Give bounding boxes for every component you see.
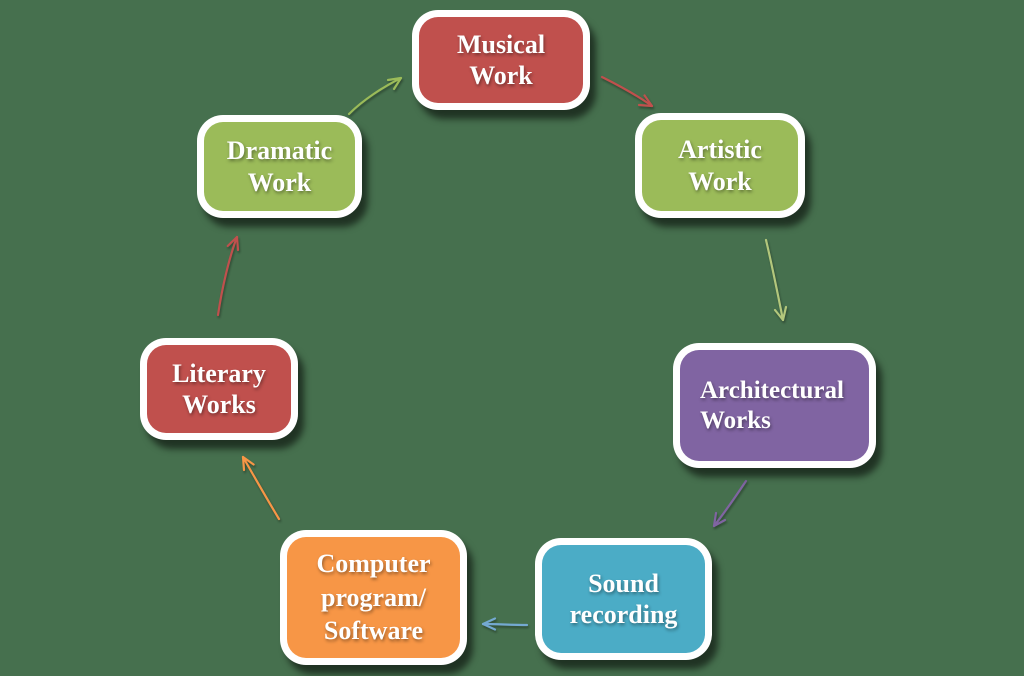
arrow-architectural-to-sound [712, 479, 748, 528]
node-sound-recording-fill: Sound recording [542, 545, 705, 653]
arrow-literary-to-dramatic [216, 235, 240, 317]
node-dramatic-work-fill: Dramatic Work [204, 122, 355, 211]
node-sound-recording-label: Sound recording [569, 568, 678, 629]
arrow-dramatic-to-musical [347, 76, 403, 116]
node-musical-work-label: Musical Work [456, 29, 546, 90]
node-architectural-works-fill: Architectural Works [680, 350, 869, 461]
arrow-computer-to-literary [241, 455, 281, 521]
arrow-sound-to-computer [481, 617, 529, 631]
node-sound-recording: Sound recording [535, 538, 712, 660]
node-computer-program-software-fill: Computer program/ Software [287, 537, 460, 658]
node-literary-works: Literary Works [140, 338, 298, 440]
node-dramatic-work-label: Dramatic Work [226, 136, 333, 197]
node-literary-works-fill: Literary Works [147, 345, 291, 433]
node-artistic-work-fill: Artistic Work [642, 120, 798, 211]
node-computer-program-software-label: Computer program/ Software [316, 548, 431, 646]
node-musical-work: Musical Work [412, 10, 590, 110]
arrow-artistic-to-architectural [764, 238, 788, 322]
node-dramatic-work: Dramatic Work [197, 115, 362, 218]
node-musical-work-fill: Musical Work [419, 17, 583, 103]
node-artistic-work-label: Artistic Work [678, 135, 762, 196]
node-architectural-works: Architectural Works [673, 343, 876, 468]
node-architectural-works-label: Architectural Works [700, 376, 844, 434]
node-artistic-work: Artistic Work [635, 113, 805, 218]
node-literary-works-label: Literary Works [172, 358, 266, 419]
arrow-musical-to-artistic [600, 75, 654, 108]
node-computer-program-software: Computer program/ Software [280, 530, 467, 665]
